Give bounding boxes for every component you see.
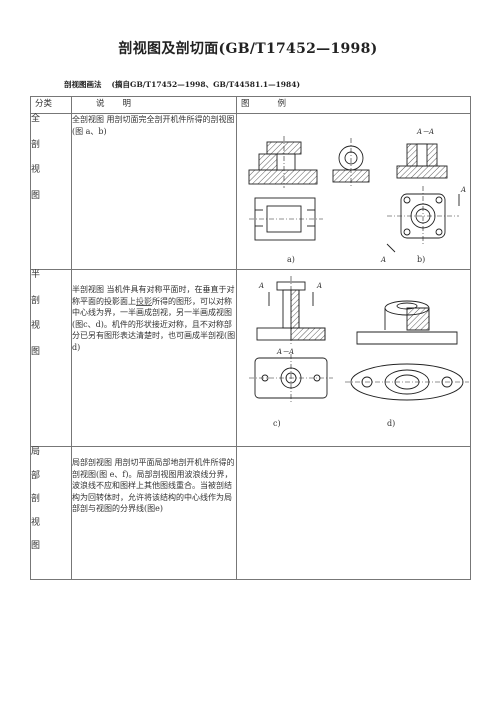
description-full-section: 全剖视图 用剖切面完全剖开机件所得的剖视图(图 a、b) xyxy=(71,113,237,270)
category-partial-section: 局 部 剖 视 图 xyxy=(30,446,72,580)
description-half-section: 半剖视图 当机件具有对称平面时，在垂直于对称平面的投影面上投影所得的图形，可以对… xyxy=(71,269,237,447)
page-title: 剖视图及剖切面(GB/T17452—1998) xyxy=(118,41,378,57)
table-subtitle: 剖视图画法 (摘自GB/T17452—1998、GB/T44581.1—1984) xyxy=(64,79,300,90)
label-cut-c2: A xyxy=(316,282,322,290)
label-section-c: A－A xyxy=(276,348,294,356)
header-description: 说明 xyxy=(71,96,237,114)
category-full-section: 全 剖 视 图 xyxy=(30,113,72,270)
figure-caption-a: a) xyxy=(287,255,295,264)
header-category: 分类 xyxy=(30,96,72,114)
half-section-drawing: A A A－A c) d) xyxy=(249,276,469,428)
full-section-drawing: A－A A A a) b) xyxy=(248,128,466,264)
label-cut-a2: A xyxy=(380,256,386,264)
description-partial-section: 局部剖视图 用剖切平面局部地剖开机件所得的剖视图(图 e、f)。局部剖视图用波浪… xyxy=(71,446,237,580)
table-row-half-section: 半 剖 视 图 半剖视图 当机件具有对称平面时，在垂直于对称平面的投影面上投影所… xyxy=(30,269,471,447)
figure-caption-c: c) xyxy=(273,419,281,428)
label-cut-a1: A xyxy=(460,186,466,194)
figure-full-section: A－A A A a) b) xyxy=(236,113,471,270)
category-half-section: 半 剖 视 图 xyxy=(30,269,72,447)
section-view-table: 分类 说明 图例 全 剖 视 图 全剖视图 用剖切面完全剖开机件所得的剖视图(图… xyxy=(30,96,471,580)
table-row-full-section: 全 剖 视 图 全剖视图 用剖切面完全剖开机件所得的剖视图(图 a、b) xyxy=(30,113,471,270)
figure-caption-b: b) xyxy=(417,255,425,264)
subtitle-label: 剖视图画法 xyxy=(64,80,102,89)
figure-half-section: A A A－A c) d) xyxy=(236,269,471,447)
subtitle-source: (摘自GB/T17452—1998、GB/T44581.1—1984) xyxy=(111,80,301,89)
figure-caption-d: d) xyxy=(387,419,395,428)
figure-partial-section xyxy=(236,446,471,580)
table-row-partial-section: 局 部 剖 视 图 局部剖视图 用剖切平面局部地剖开机件所得的剖视图(图 e、f… xyxy=(30,446,471,580)
header-figure: 图例 xyxy=(236,96,471,114)
label-section-a: A－A xyxy=(416,128,434,136)
label-cut-c1: A xyxy=(258,282,264,290)
table-header-row: 分类 说明 图例 xyxy=(30,96,471,114)
